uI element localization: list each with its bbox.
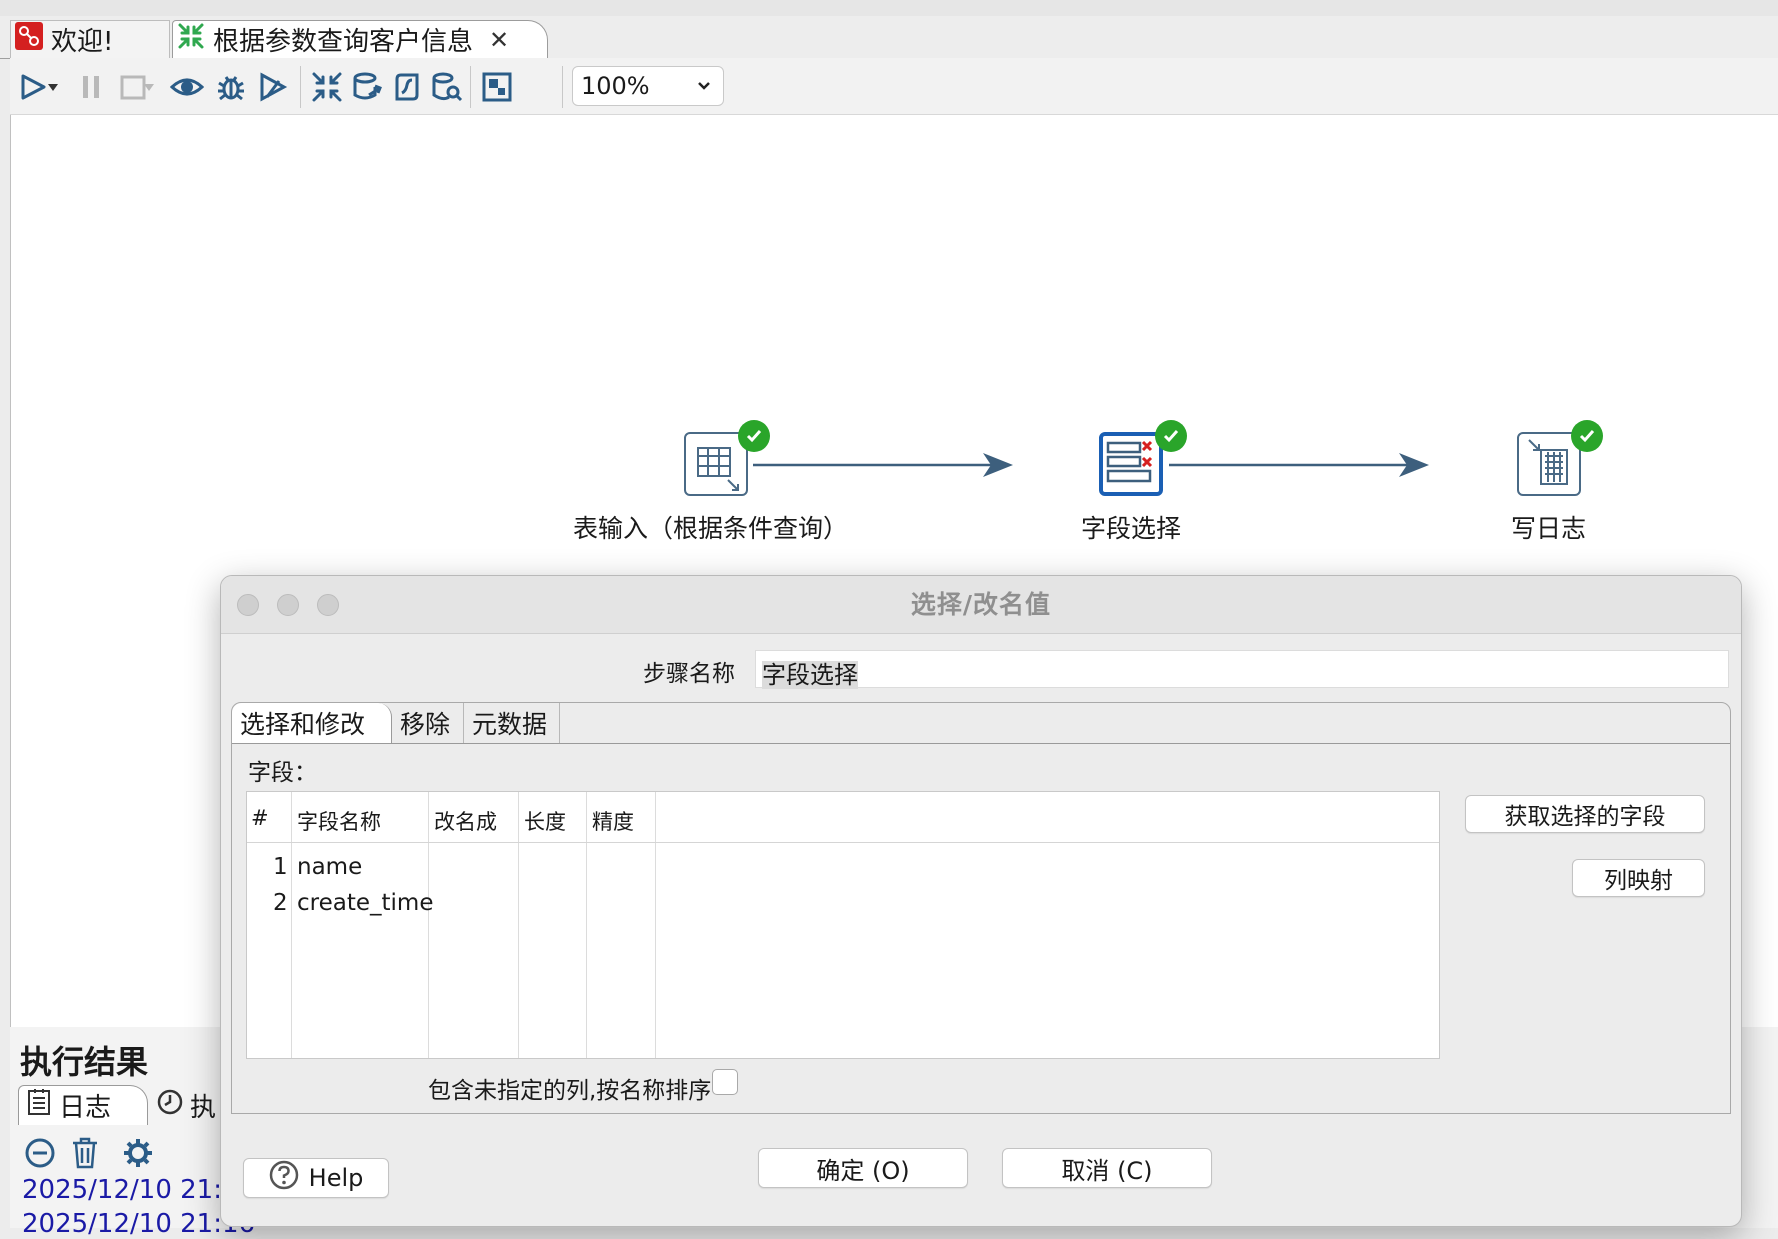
settings-gear-icon[interactable] xyxy=(122,1137,154,1173)
dialog-title: 选择/改名值 xyxy=(910,590,1052,619)
transformation-icon xyxy=(177,22,205,57)
tab-welcome-label: 欢迎! xyxy=(51,27,114,57)
row-num: 1 xyxy=(273,854,288,880)
minimize-window-button[interactable] xyxy=(277,594,299,616)
step-table-input[interactable] xyxy=(684,420,770,502)
step-name-value: 字段选择 xyxy=(762,661,858,689)
chevron-down-icon[interactable] xyxy=(689,71,719,101)
results-title: 执行结果 xyxy=(20,1043,149,1081)
hops-layer xyxy=(753,453,1429,477)
tab-log[interactable]: 日志 xyxy=(18,1085,148,1125)
step-name-label: 步骤名称 xyxy=(643,661,735,687)
cancel-button[interactable]: 取消 (C) xyxy=(1002,1148,1212,1188)
column-divider xyxy=(586,792,656,1058)
fields-label: 字段： xyxy=(248,760,317,786)
toolbar-separator xyxy=(300,66,301,108)
column-divider xyxy=(428,792,519,1058)
zoom-select[interactable]: 100% xyxy=(572,66,724,106)
sql-icon[interactable] xyxy=(388,68,426,106)
toolbar-separator xyxy=(562,66,563,108)
dialog-tab-strip: 选择和修改 移除 元数据 xyxy=(232,703,1730,744)
header-rename[interactable]: 改名成 xyxy=(434,810,497,834)
write-log-icon xyxy=(1517,432,1581,496)
hop-select-to-write-log[interactable] xyxy=(1169,453,1429,477)
column-divider xyxy=(518,792,587,1058)
tab-execution[interactable]: 执 xyxy=(152,1085,252,1125)
impact-icon[interactable] xyxy=(348,68,386,106)
tab-log-label: 日志 xyxy=(59,1093,112,1123)
tab-close-icon[interactable]: ✕ xyxy=(489,25,510,54)
spoon-logo-icon xyxy=(15,22,43,57)
step-table-input-label[interactable]: 表输入（根据条件查询） xyxy=(573,514,849,543)
explore-db-icon[interactable] xyxy=(428,68,466,106)
dialog-tab-folder: 选择和修改 移除 元数据 字段： # 字段名称 改名成 长度 精度 1 name… xyxy=(231,702,1731,1114)
pause-icon[interactable] xyxy=(72,68,110,106)
editor-tab-strip: 欢迎! 根据参数查询客户信息 ✕ xyxy=(0,16,1778,59)
get-fields-button[interactable]: 获取选择的字段 xyxy=(1465,795,1705,833)
step-write-log-label[interactable]: 写日志 xyxy=(1511,514,1587,543)
header-num[interactable]: # xyxy=(251,806,269,830)
header-fieldname[interactable]: 字段名称 xyxy=(297,810,381,834)
stop-icon[interactable] xyxy=(114,68,152,106)
tab-metadata[interactable]: 元数据 xyxy=(464,703,560,743)
trash-icon[interactable] xyxy=(70,1137,100,1173)
header-length[interactable]: 长度 xyxy=(524,810,566,834)
select-values-icon xyxy=(1099,432,1163,496)
zoom-window-button[interactable] xyxy=(317,594,339,616)
ok-button[interactable]: 确定 (O) xyxy=(758,1148,968,1188)
table-header xyxy=(247,792,1439,843)
fields-table[interactable]: # 字段名称 改名成 长度 精度 1 name 2 create_time xyxy=(246,791,1440,1059)
step-ok-icon xyxy=(1571,420,1603,452)
step-write-log[interactable] xyxy=(1517,420,1603,502)
toolbar-separator xyxy=(470,66,471,108)
verify-icon[interactable] xyxy=(308,68,346,106)
tab-transformation[interactable]: 根据参数查询客户信息 ✕ xyxy=(172,20,548,58)
help-button[interactable]: Help xyxy=(243,1158,389,1198)
clear-log-icon[interactable] xyxy=(24,1137,56,1173)
clock-icon xyxy=(156,1088,184,1123)
log-line: 2025/12/10 21:16 xyxy=(22,1175,256,1205)
tab-select-and-alter[interactable]: 选择和修改 xyxy=(232,703,392,743)
preview-icon[interactable] xyxy=(168,68,206,106)
include-unspecified-label: 包含未指定的列,按名称排序 xyxy=(428,1078,712,1104)
column-divider xyxy=(247,792,292,1058)
window-top-edge xyxy=(0,0,1778,17)
select-values-dialog: 选择/改名值 步骤名称 字段选择 选择和修改 移除 元数据 字段： # 字段名称… xyxy=(220,575,1742,1227)
help-icon xyxy=(269,1160,299,1196)
row-fieldname[interactable]: name xyxy=(297,854,363,880)
step-select-values[interactable] xyxy=(1099,420,1187,502)
results-tab-strip: 日志 执 xyxy=(18,1085,318,1125)
results-toolbar xyxy=(24,1131,224,1175)
log-icon xyxy=(27,1088,51,1123)
step-ok-icon xyxy=(1155,420,1187,452)
include-unspecified-checkbox[interactable] xyxy=(712,1069,738,1095)
dialog-title-bar: 选择/改名值 xyxy=(221,576,1741,634)
tab-transformation-label: 根据参数查询客户信息 xyxy=(213,27,474,57)
tab-execution-label: 执 xyxy=(190,1092,217,1123)
tab-remove[interactable]: 移除 xyxy=(392,703,464,743)
step-select-values-label[interactable]: 字段选择 xyxy=(1081,514,1182,543)
column-divider xyxy=(291,792,429,1058)
table-input-icon xyxy=(684,432,748,496)
transformation-toolbar: 100% xyxy=(10,58,1778,115)
grid-icon[interactable] xyxy=(478,68,516,106)
stop-dropdown-icon[interactable] xyxy=(140,68,158,106)
replay-icon[interactable] xyxy=(254,68,292,106)
dropdown-arrow-icon[interactable] xyxy=(44,68,62,106)
step-ok-icon xyxy=(738,420,770,452)
row-fieldname[interactable]: create_time xyxy=(297,890,434,916)
zoom-value: 100% xyxy=(581,72,650,100)
header-precision[interactable]: 精度 xyxy=(592,810,634,834)
step-name-input[interactable]: 字段选择 xyxy=(755,650,1729,689)
row-num: 2 xyxy=(273,890,288,916)
hop-table-input-to-select[interactable] xyxy=(753,453,1013,477)
close-window-button[interactable] xyxy=(237,594,259,616)
run-icon[interactable] xyxy=(14,68,52,106)
column-mapping-button[interactable]: 列映射 xyxy=(1572,859,1705,897)
debug-icon[interactable] xyxy=(212,68,250,106)
help-label: Help xyxy=(308,1164,364,1192)
tab-welcome[interactable]: 欢迎! xyxy=(10,20,170,58)
